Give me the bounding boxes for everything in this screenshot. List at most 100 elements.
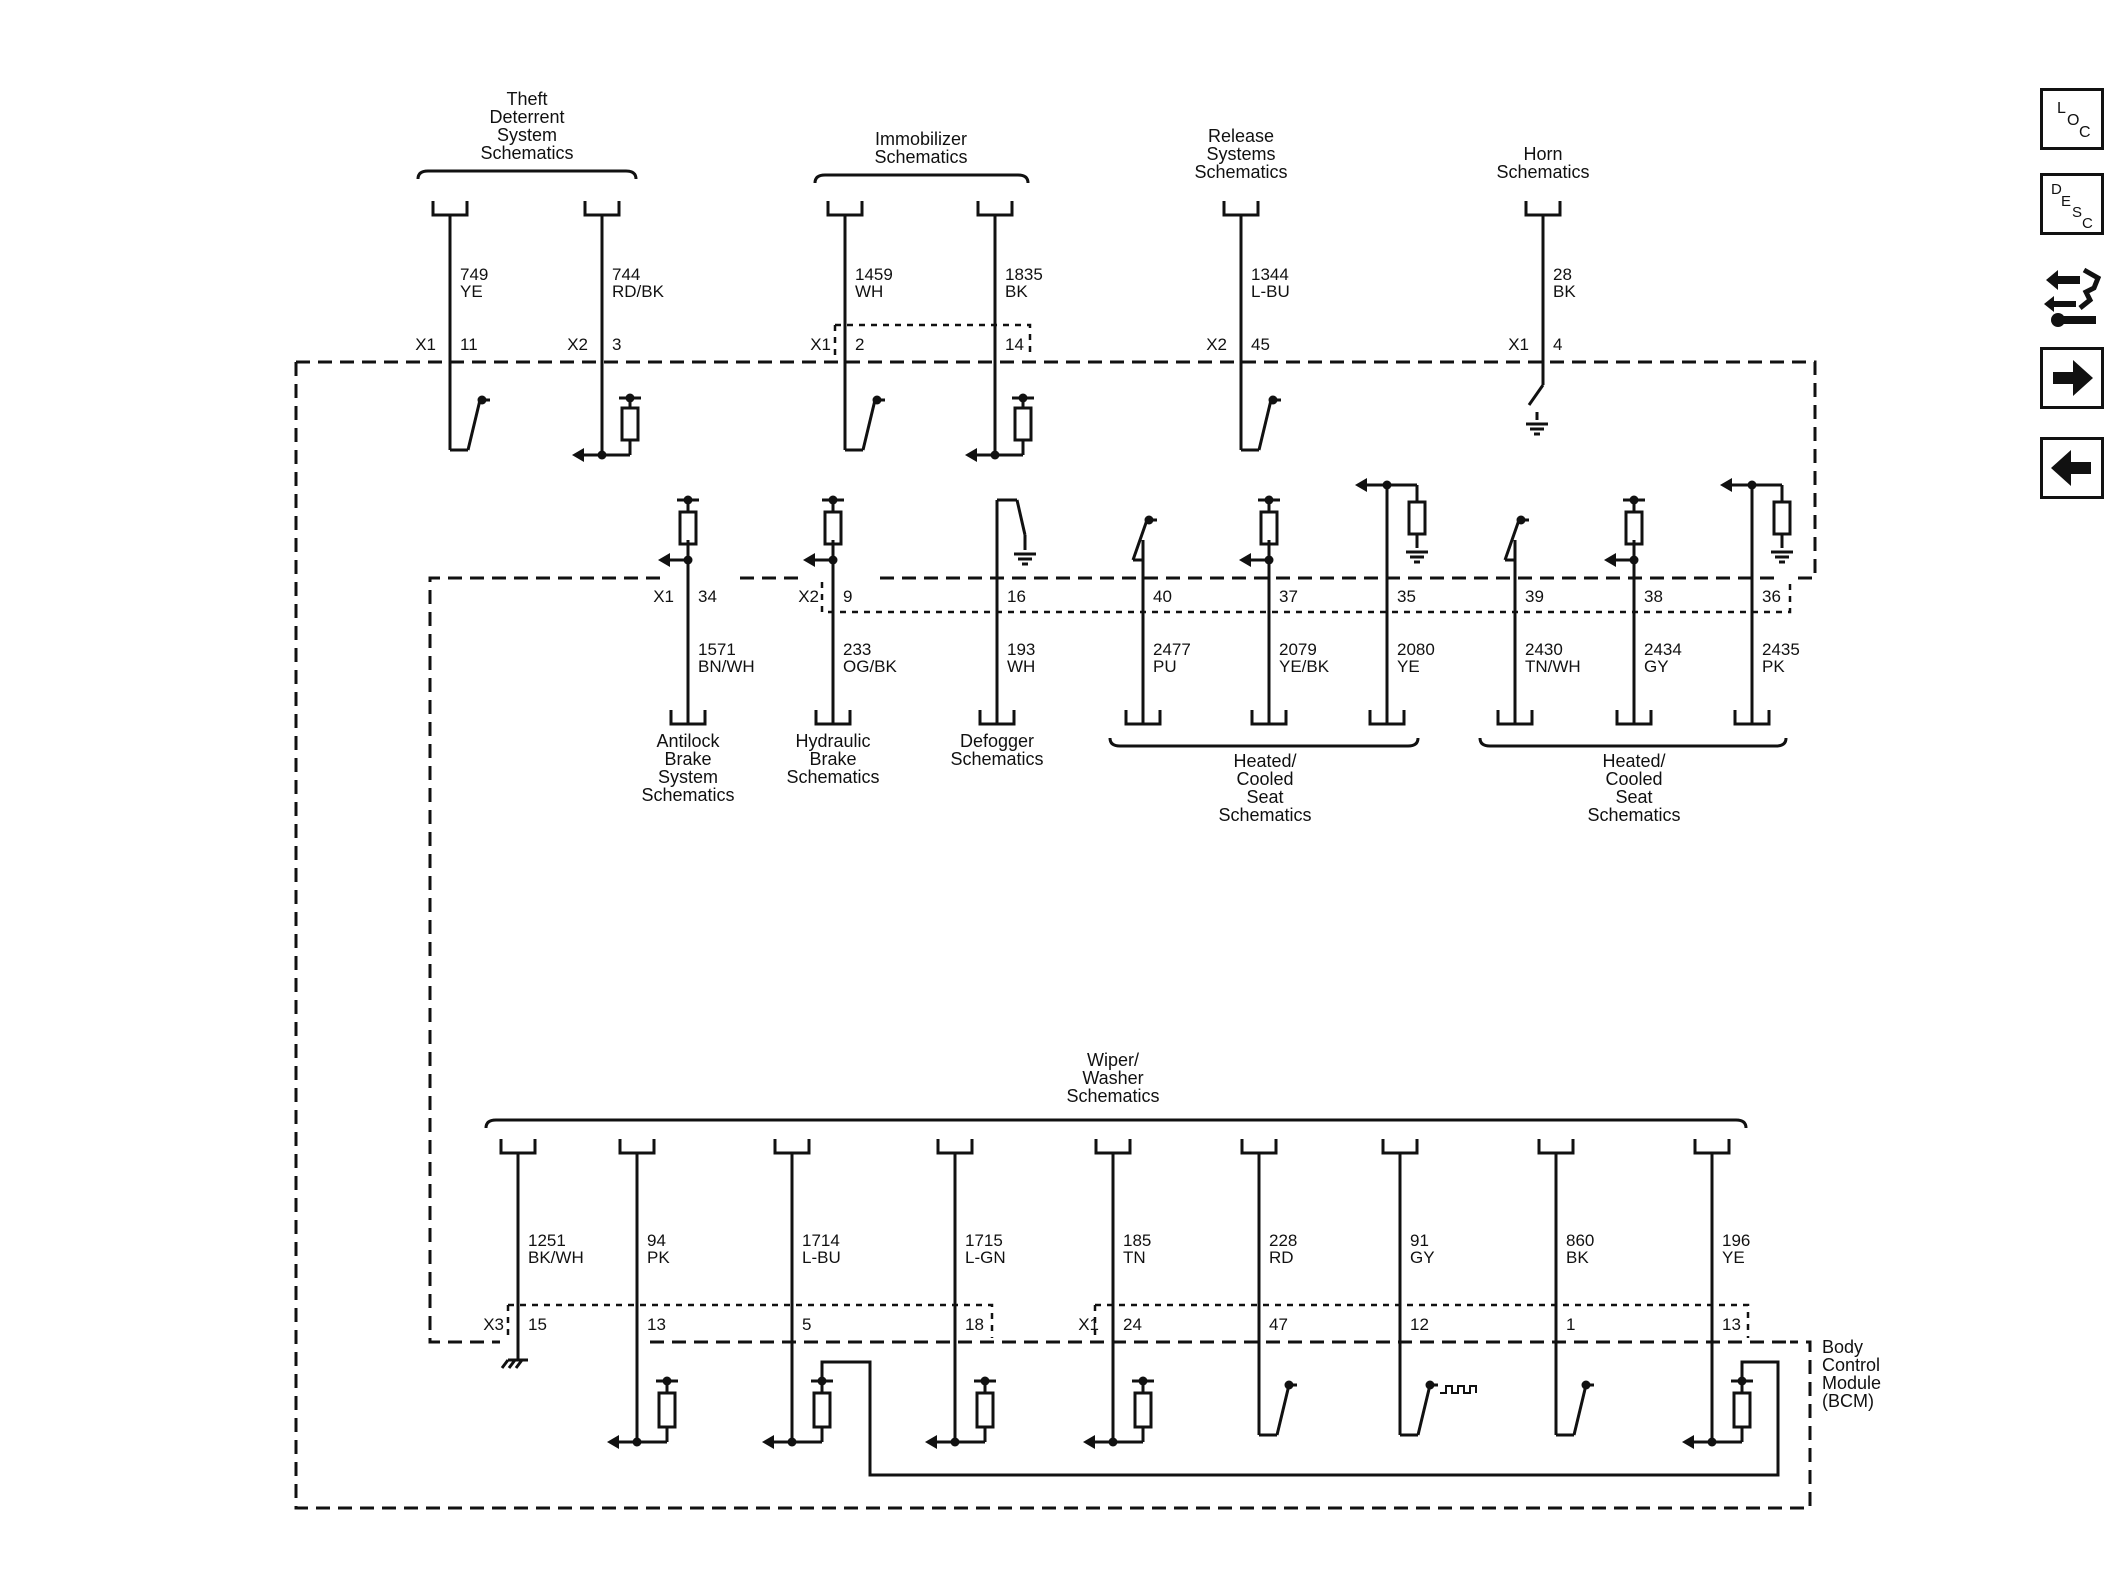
- connector-cap: [1222, 201, 1260, 217]
- pin-number: 5: [802, 1315, 811, 1334]
- pin-number: 14: [1005, 335, 1024, 354]
- wire-color: L-BU: [802, 1248, 841, 1267]
- wire-number: 1714: [802, 1231, 840, 1250]
- splice-dot: [1516, 515, 1526, 525]
- resistor: [678, 510, 698, 546]
- splice-dot: [1425, 1380, 1435, 1390]
- group-label: Horn: [1523, 144, 1562, 164]
- wire-color: BN/WH: [698, 657, 755, 676]
- resistor: [1732, 1391, 1752, 1429]
- loc-button[interactable]: L O C: [2040, 88, 2104, 150]
- wire-number: 233: [843, 640, 871, 659]
- group-label: Brake: [809, 749, 856, 769]
- connector-id: X1: [1078, 1315, 1099, 1334]
- splice-dot: [625, 393, 635, 403]
- arrow-left-icon: [2051, 450, 2091, 486]
- resistor: [620, 406, 640, 442]
- arrow-head: [762, 1435, 774, 1449]
- wire-color: WH: [855, 282, 883, 301]
- splice-dot: [683, 495, 693, 505]
- switch-blade: [1527, 384, 1545, 406]
- wire-number: 1251: [528, 1231, 566, 1250]
- wire-color: GY: [1410, 1248, 1435, 1267]
- splice-dot: [1264, 495, 1274, 505]
- group-label: Seat: [1246, 787, 1283, 807]
- wire-color: WH: [1007, 657, 1035, 676]
- pin-number: 47: [1269, 1315, 1288, 1334]
- connector-cap: [1250, 710, 1288, 726]
- group-label: Immobilizer: [875, 129, 967, 149]
- wire-number: 860: [1566, 1231, 1594, 1250]
- group-label: Release: [1208, 126, 1274, 146]
- resistor: [1624, 510, 1644, 546]
- resistor: [1772, 500, 1792, 536]
- connector-id: X2: [1206, 335, 1227, 354]
- arrow-head: [1083, 1435, 1095, 1449]
- svg-text:Wiper/: Wiper/: [1087, 1050, 1139, 1070]
- arrow-head: [1604, 553, 1616, 567]
- switch-blade: [1131, 519, 1149, 561]
- resistor: [1259, 510, 1279, 546]
- back-button[interactable]: [2040, 437, 2104, 499]
- wire-number: 2477: [1153, 640, 1191, 659]
- svg-text:Schematics: Schematics: [1066, 1086, 1159, 1106]
- wire-color: GY: [1644, 657, 1669, 676]
- splice-dot: [828, 495, 838, 505]
- feedback-loop: [820, 1360, 1780, 1477]
- group-label: Defogger: [960, 731, 1034, 751]
- wire-number: 1835: [1005, 265, 1043, 284]
- switch-blade: [1572, 1384, 1588, 1436]
- group-label: Heated/: [1233, 751, 1296, 771]
- switch-blade: [466, 399, 482, 451]
- group-label: Seat: [1615, 787, 1652, 807]
- wire-number: 28: [1553, 265, 1572, 284]
- splice-dot: [1018, 393, 1028, 403]
- group-brace: [416, 169, 638, 180]
- svg-text:Control: Control: [1822, 1355, 1880, 1375]
- pin-number: 34: [698, 587, 717, 606]
- loc-letter-l: L: [2057, 100, 2066, 117]
- pin-number: 4: [1553, 335, 1562, 354]
- wire-color: PK: [1762, 657, 1785, 676]
- wire-number: 2080: [1397, 640, 1435, 659]
- resistor: [1407, 500, 1427, 536]
- next-button[interactable]: [2040, 347, 2104, 409]
- group-label: Schematics: [786, 767, 879, 787]
- wire-color: YE/BK: [1279, 657, 1330, 676]
- svg-text:(BCM): (BCM): [1822, 1391, 1874, 1411]
- connector-cap: [431, 201, 469, 217]
- service-tools-button[interactable]: [2040, 256, 2104, 332]
- splice-dot: [1581, 1380, 1591, 1390]
- connector-cap: [669, 710, 707, 726]
- resistor: [1013, 406, 1033, 442]
- wire-color: TN: [1123, 1248, 1146, 1267]
- chassis-ground: [514, 1359, 524, 1369]
- group-label: System: [658, 767, 718, 787]
- desc-button[interactable]: D E S C: [2040, 173, 2104, 235]
- wire-color: L-GN: [965, 1248, 1006, 1267]
- arrow-head: [925, 1435, 937, 1449]
- wire-color: PU: [1153, 657, 1177, 676]
- arrow-head: [965, 448, 977, 462]
- wire-number: 1459: [855, 265, 893, 284]
- switch-blade: [861, 399, 877, 451]
- group-brace: [1478, 737, 1788, 748]
- group-label: Schematics: [1218, 805, 1311, 825]
